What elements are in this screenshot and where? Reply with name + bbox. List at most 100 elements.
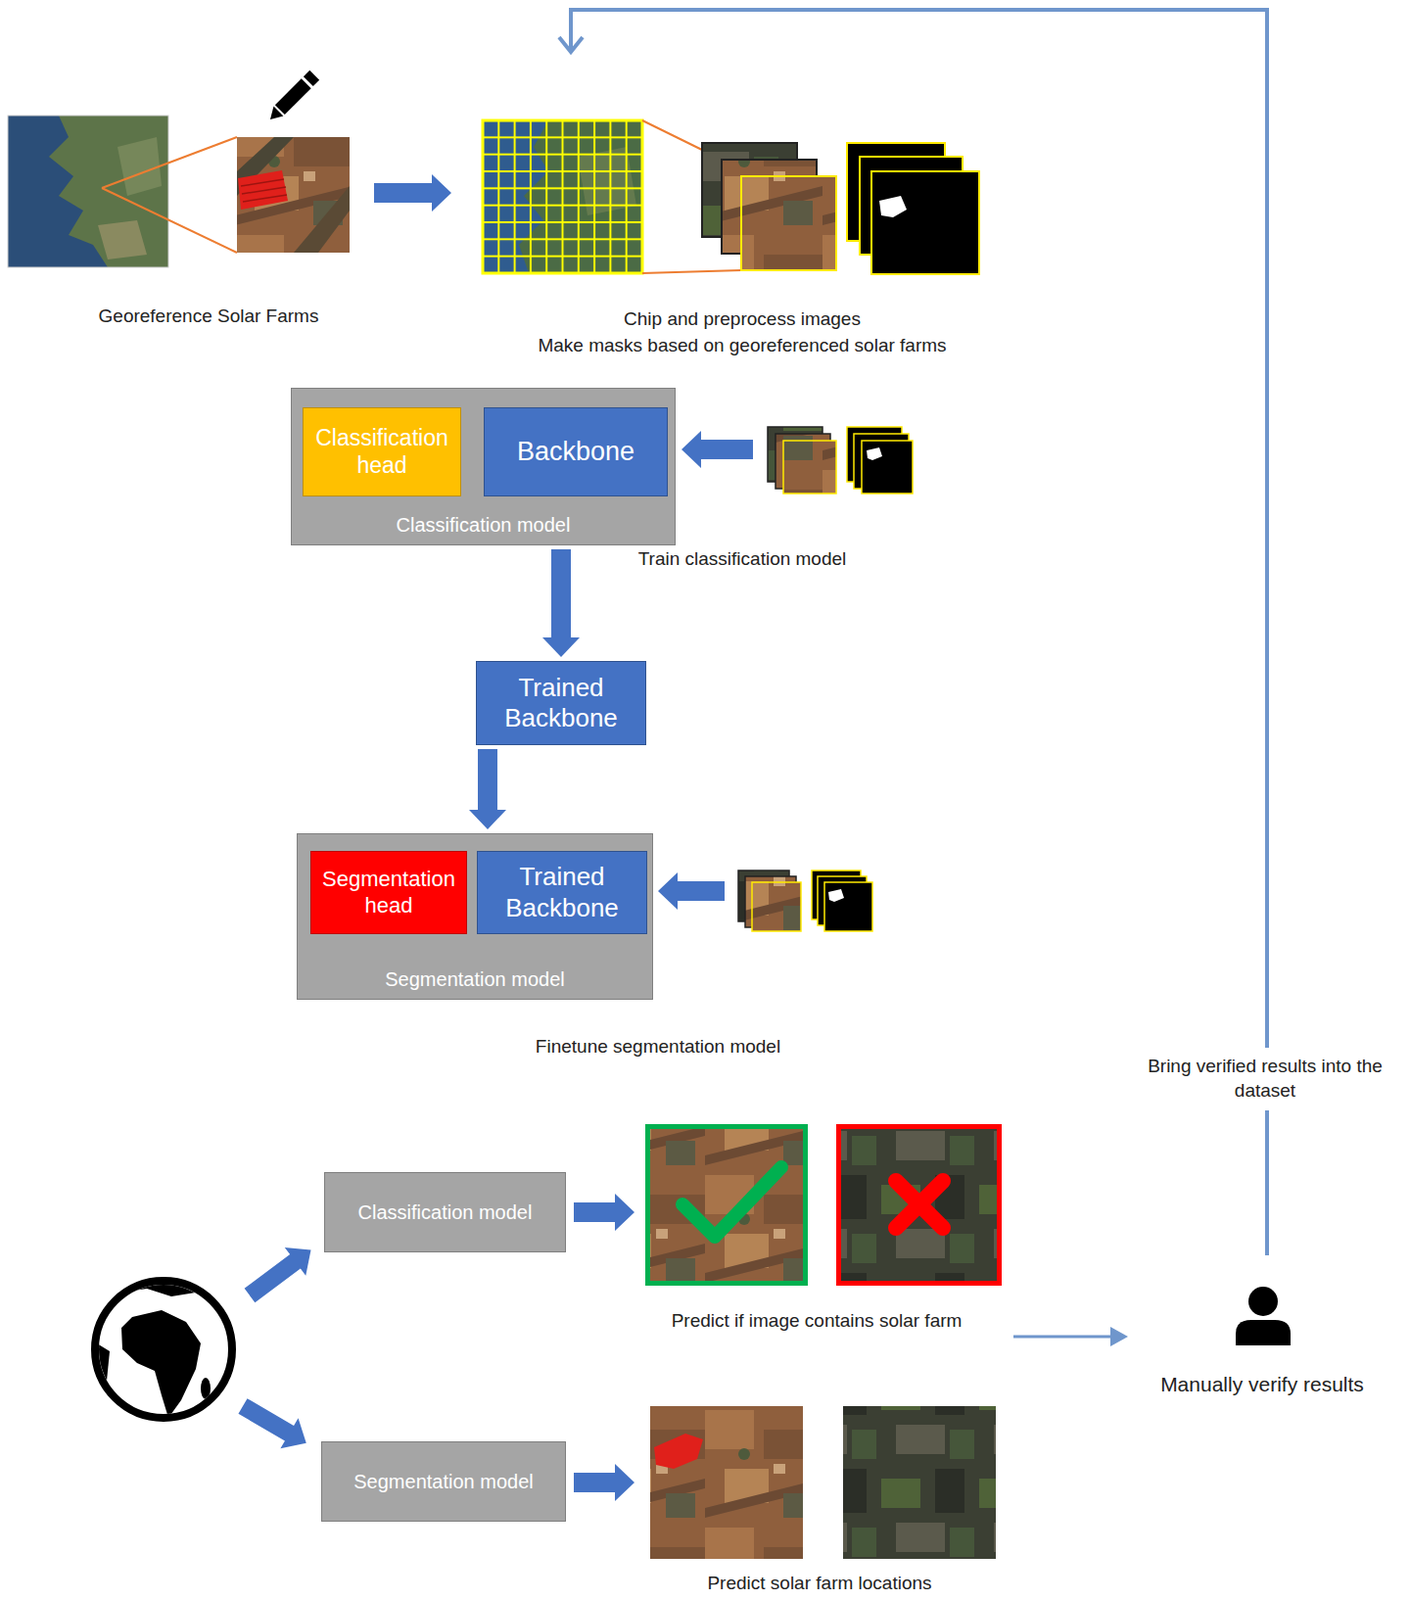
americas (94, 1341, 110, 1401)
chip-stack (767, 426, 837, 494)
zoom-line (642, 270, 742, 274)
mask-stack (846, 142, 980, 275)
zoom-line (101, 137, 237, 188)
model-label: Classification model (358, 1200, 533, 1224)
person-body (1235, 1319, 1291, 1346)
model-box: Classification model (324, 1172, 566, 1253)
box-label: Segmentation head (319, 866, 459, 919)
europe-map (7, 115, 169, 268)
image-chip (741, 176, 837, 271)
mask-stack (811, 870, 873, 932)
image-chip (783, 440, 837, 494)
mask-chip (871, 171, 980, 275)
flow-arrow (469, 749, 507, 830)
block-arrow (658, 872, 725, 910)
person-icon (1235, 1286, 1291, 1346)
zoom-line (642, 120, 705, 151)
chip-stack (738, 870, 801, 932)
block-arrow (374, 174, 452, 212)
model-box: Segmentation model (321, 1441, 566, 1522)
block-arrow (234, 1390, 316, 1458)
caption-label: Train classification model (635, 547, 850, 572)
caption-label: Bring verified results into the dataset (1128, 1054, 1402, 1103)
caption-label: Chip and preprocess images (620, 307, 864, 332)
satellite-image (650, 1406, 803, 1559)
check-mark (682, 1167, 782, 1237)
caption-label: Predict solar farm locations (704, 1571, 935, 1597)
positive-frame (648, 1127, 806, 1284)
cross-mark (895, 1180, 943, 1228)
model-label: Segmentation model (384, 967, 564, 991)
pencil-eraser (303, 70, 320, 87)
box-label: Trained Backbone (484, 672, 638, 734)
land (97, 220, 147, 260)
zoom-image (236, 137, 350, 253)
caption-label: Georeference Solar Farms (95, 304, 323, 329)
segmented-image (650, 1406, 803, 1559)
africa (121, 1310, 201, 1418)
mask-blob (879, 195, 907, 218)
head-box: Classification head (302, 407, 462, 497)
satellite-image (645, 1124, 808, 1286)
chip-stack (702, 142, 837, 271)
box-label: Classification head (311, 424, 453, 479)
globe-icon (94, 1272, 235, 1418)
map-border (7, 115, 169, 268)
image-chip (752, 882, 801, 932)
eurasia (107, 1272, 235, 1317)
segmented-image (843, 1406, 996, 1559)
madagascar (200, 1377, 211, 1400)
continents (94, 1272, 235, 1418)
globe-outline (94, 1280, 233, 1418)
mask-chip (861, 440, 913, 494)
land (117, 137, 162, 196)
block-arrow (681, 430, 753, 469)
person-head (1248, 1286, 1278, 1316)
caption-label: Predict if image contains solar farm (668, 1309, 966, 1334)
model-container: Classification model Classification head B… (290, 387, 676, 546)
classified-image (645, 1124, 808, 1286)
panel-rows (240, 179, 287, 202)
box-label: Backbone (517, 435, 635, 468)
model-label: Classification model (396, 513, 571, 537)
tiled-image (482, 120, 643, 274)
negative-frame (839, 1127, 1000, 1284)
solar-farm-polygon (237, 170, 288, 210)
model-label: Segmentation model (353, 1469, 533, 1494)
block-arrow (573, 1463, 635, 1502)
head-box: Segmentation head (310, 850, 468, 935)
caption-label: Finetune segmentation model (532, 1034, 784, 1060)
pencil-icon (265, 70, 320, 125)
classified-image (836, 1124, 1002, 1286)
caption-label: Make masks based on georeferenced solar … (534, 333, 949, 359)
caption-label: Manually verify results (1157, 1370, 1367, 1398)
pencil-body (275, 78, 312, 115)
backbone-box: Backbone (483, 407, 668, 497)
grid-border (482, 120, 643, 274)
flow-arrow (542, 549, 580, 658)
feedback-arrows (559, 9, 1268, 1347)
box-label: Trained Backbone (485, 861, 639, 923)
mask-stack (846, 426, 913, 494)
mask-blob (866, 447, 883, 461)
zoom-line (101, 188, 237, 253)
flow-arrows (234, 174, 753, 1502)
satellite-image (843, 1406, 996, 1559)
feedback-line (1265, 1110, 1269, 1256)
sea (7, 115, 169, 268)
satellite-image (236, 137, 350, 253)
satellite-image (836, 1124, 1002, 1286)
mask-blob (828, 889, 845, 902)
backbone-box: Trained Backbone (475, 660, 647, 746)
arrow-head (559, 37, 583, 52)
backbone-box: Trained Backbone (476, 850, 648, 935)
mask-chip (824, 882, 873, 932)
terrain-band (293, 186, 350, 253)
pencil-tip (265, 106, 283, 125)
model-container: Segmentation model Segmentation head Train… (296, 833, 654, 1000)
thin-arrow (1013, 1335, 1115, 1339)
block-arrow (573, 1193, 635, 1231)
